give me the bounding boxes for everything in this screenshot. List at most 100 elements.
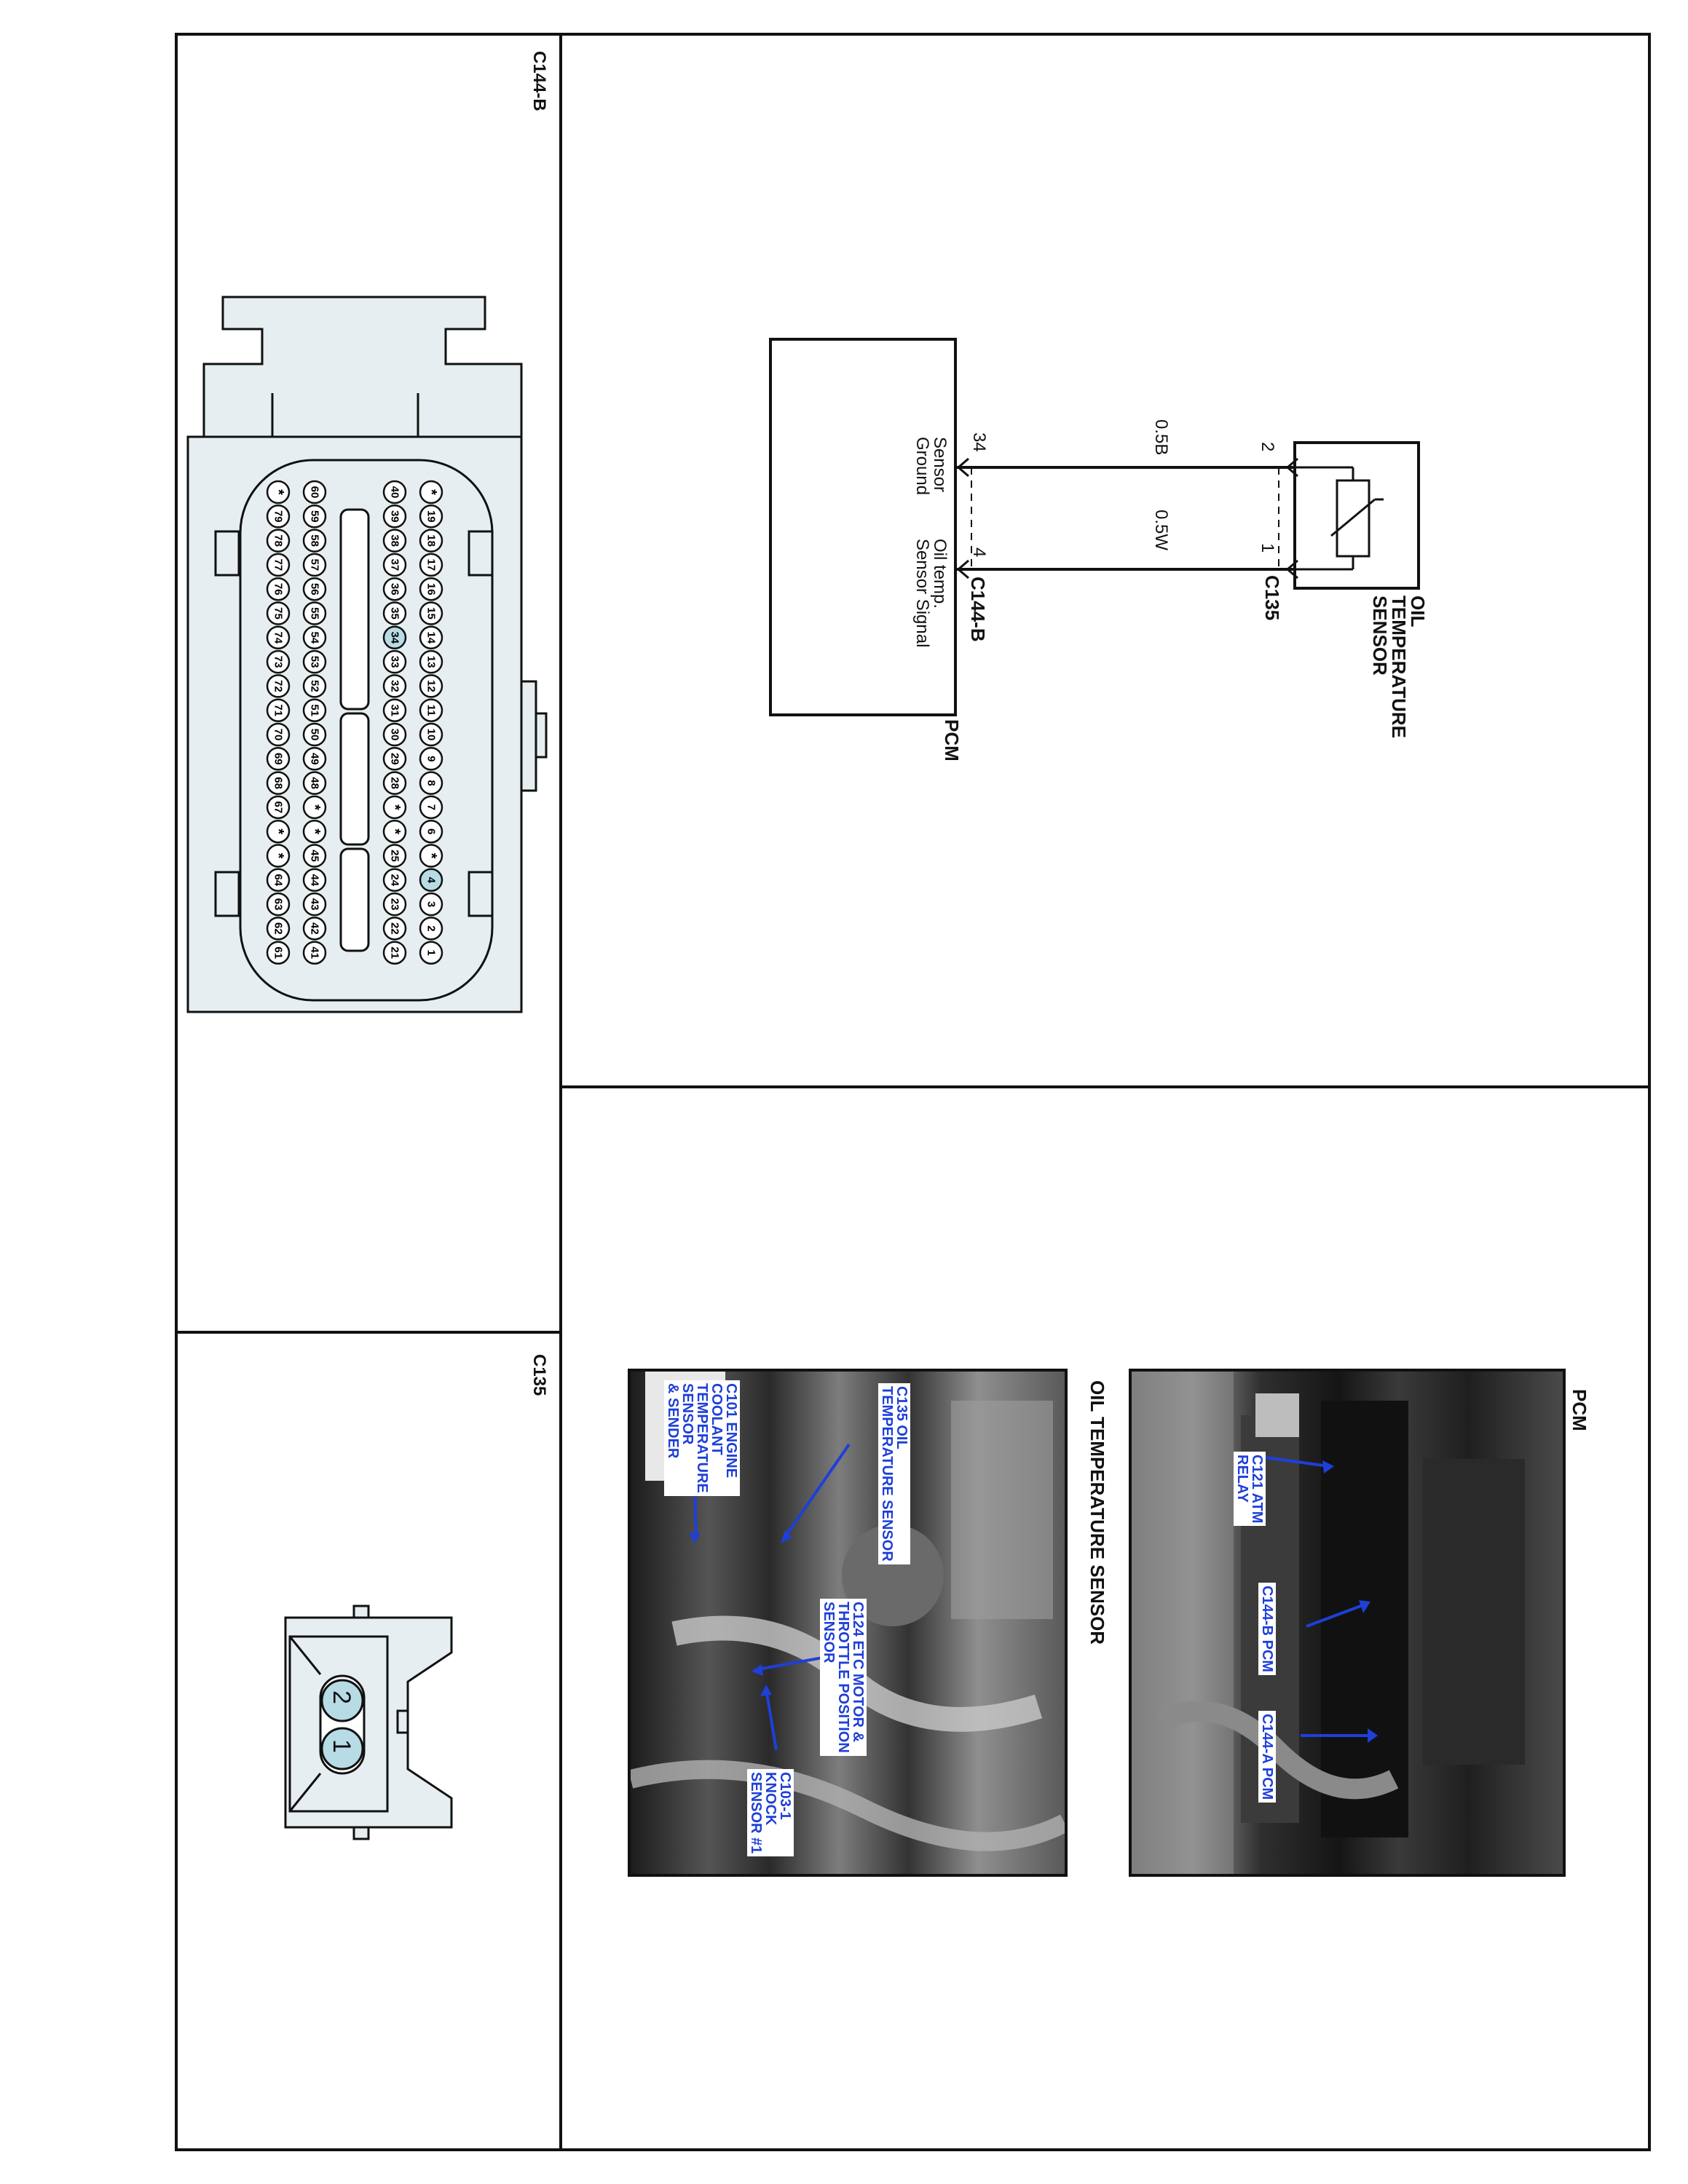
c144b-pin-label: 55 (309, 607, 321, 620)
c144b-pin-label: 49 (309, 753, 321, 765)
c144b-pin-label: 54 (309, 631, 321, 644)
c144b-pin-circle (266, 747, 291, 771)
c144b-pin-label: 43 (309, 898, 321, 911)
c144b-pin-label: 28 (389, 777, 401, 789)
c144b-pin-label: 53 (309, 656, 321, 668)
c144b-pin-circle (419, 505, 443, 529)
c144b-pin-circle (382, 674, 407, 698)
c144b-pin-label: * (307, 804, 323, 810)
c144b-pin-circle (419, 674, 443, 698)
c144b-pin-label: 79 (272, 510, 285, 523)
c144b-pin-label: 1 (425, 950, 438, 956)
c144b-pin-label: * (387, 804, 403, 810)
c144b-pin-circle (302, 868, 327, 893)
c144b-pin-label: 30 (389, 729, 401, 741)
callout-c144b-pcm: C144-B PCM (1258, 1583, 1276, 1675)
c144b-pin-circle (302, 625, 327, 650)
c144b-pin-label: 59 (309, 510, 321, 523)
c144b-pin-label: 13 (425, 656, 438, 668)
c144b-pin-label: 63 (272, 898, 285, 911)
c144b-pin-label: 31 (389, 704, 401, 716)
c144b-pin-circle (302, 505, 327, 529)
c144b-pin-circle (382, 480, 407, 505)
c144b-pin-circle (419, 819, 443, 844)
c144b-pin-circle (382, 892, 407, 917)
c144b-pin-circle (419, 941, 443, 965)
c144b-pin-label: 76 (272, 583, 285, 596)
c135-pin-2-circle (320, 1679, 364, 1722)
c144b-pin-circle (266, 553, 291, 577)
c144b-pin-circle (302, 480, 327, 505)
c144b-pin-label: 73 (272, 656, 285, 668)
c144b-pin-circle (266, 868, 291, 893)
c144b-pin-label: 19 (425, 510, 438, 523)
c144b-pin-circle (382, 868, 407, 893)
c144b-pin-label: 77 (272, 559, 285, 571)
c144b-pin-circle (419, 601, 443, 625)
c144b-pin-circle (382, 577, 407, 601)
c144b-pin-label: 45 (309, 850, 321, 862)
c144b-pin-label: 6 (425, 828, 438, 834)
callout-c144a-pcm: C144-A PCM (1258, 1711, 1276, 1803)
c144b-pin-label: 21 (389, 946, 401, 959)
c135-pin-1: 1 (328, 1739, 355, 1753)
c144b-pin-label: 50 (309, 729, 321, 741)
c135-pin-1-circle (320, 1727, 364, 1770)
c144b-pin-circle (382, 917, 407, 941)
pcm-photo (1129, 1369, 1566, 1877)
c144b-pin-label: 48 (309, 777, 321, 789)
c144b-pin-label: 36 (389, 583, 401, 596)
c144b-pin-label: 60 (309, 486, 321, 499)
c144b-pin-label: 16 (425, 583, 438, 596)
c144b-pin-label: 67 (272, 802, 285, 814)
c144b-pin-circle (382, 722, 407, 747)
c144b-pin-label: 42 (309, 922, 321, 935)
c144b-pin-label: 72 (272, 680, 285, 692)
c144b-pin-circle (382, 553, 407, 577)
c144b-pin-circle (266, 505, 291, 529)
c144b-pin-label: 15 (425, 607, 438, 620)
c144b-pin-label: 7 (425, 804, 438, 810)
c135-pin-pair (319, 1674, 366, 1775)
c144b-pin-circle (266, 698, 291, 722)
c144b-pin-label: 64 (272, 874, 285, 886)
c144b-pin-label: 57 (309, 559, 321, 571)
c144b-pin-label: 74 (272, 631, 285, 644)
c144b-pin-label: 71 (272, 704, 285, 716)
c144b-pin-label: 37 (389, 559, 401, 571)
c144b-pin-circle (419, 577, 443, 601)
c144b-pin-label: 44 (309, 874, 321, 886)
c144b-pin-circle (302, 529, 327, 553)
c144b-pin-label: 68 (272, 777, 285, 789)
c144b-pin-circle (382, 771, 407, 795)
c144b-pin-circle (419, 649, 443, 674)
c144b-pin-circle (302, 553, 327, 577)
c144b-pin-label: 34 (389, 631, 401, 644)
c144b-pin-label: 35 (389, 607, 401, 620)
c144b-pin-circle (302, 917, 327, 941)
c144b-pin-circle (419, 795, 443, 820)
c144b-pin-circle (302, 649, 327, 674)
c144b-pin-label: 18 (425, 534, 438, 547)
callout-c135-oil-temp-sensor: C135 OIL TEMPERATURE SENSOR (878, 1383, 910, 1564)
c144b-pin-circle (419, 771, 443, 795)
c144b-pin-label: 38 (389, 534, 401, 547)
c144b-pin-circle (419, 625, 443, 650)
c144b-pin-label: 41 (309, 946, 321, 959)
oil-sensor-photo-title: OIL TEMPERATURE SENSOR (1086, 1380, 1108, 1645)
c144b-pin-label: 9 (425, 756, 438, 761)
c144b-pin-circle (266, 529, 291, 553)
callout-c124-etc-motor: C124 ETC MOTOR & THROTTLE POSITION SENSO… (820, 1599, 867, 1756)
c144b-pin-circle (302, 771, 327, 795)
c144b-pin-label: 11 (425, 705, 438, 716)
c144b-pin-circle (266, 722, 291, 747)
callout-c103-knock-sensor: C103-1 KNOCK SENSOR #1 (747, 1769, 794, 1857)
c144b-pin-circle (382, 698, 407, 722)
c144b-pin-circle (382, 844, 407, 868)
c144b-pin-circle (419, 868, 443, 893)
pcm-photo-art (1132, 1372, 1525, 1874)
pcm-photo-title: PCM (1569, 1389, 1590, 1431)
